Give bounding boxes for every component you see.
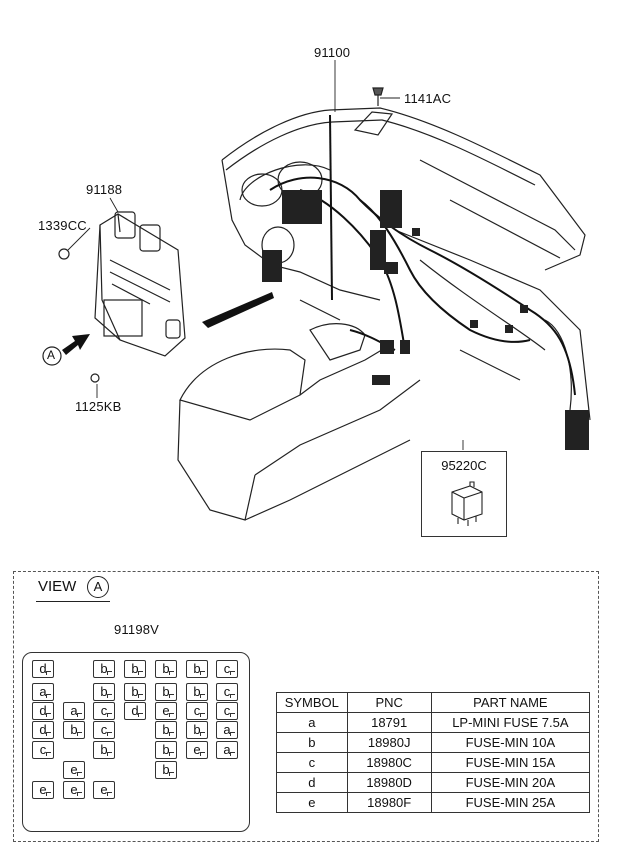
fuse-slot: c — [216, 660, 238, 678]
fuse-slot: a — [63, 702, 85, 720]
relay-icon — [451, 481, 483, 526]
fuse-slot: d — [32, 721, 54, 739]
table-row: a 18791 LP-MINI FUSE 7.5A — [276, 712, 591, 733]
fuse-slot: e — [63, 781, 85, 799]
fuse-slot: e — [155, 702, 177, 720]
header-part-name: PART NAME — [430, 692, 591, 713]
callout-nut: 1339CC — [38, 218, 87, 233]
leader-lines — [67, 60, 400, 398]
callout-junction-box: 91188 — [86, 182, 123, 197]
cell-part-name: FUSE-MIN 20A — [430, 772, 591, 793]
fusebox-layout — [22, 652, 250, 832]
fuse-slot: b — [93, 660, 115, 678]
junction-box — [58, 211, 186, 383]
fuse-slot: c — [216, 702, 238, 720]
cell-symbol: e — [276, 792, 348, 813]
harness-connectors — [262, 190, 589, 450]
cell-pnc: 18791 — [346, 712, 432, 733]
header-symbol: SYMBOL — [276, 692, 348, 713]
callout-bolt-top: 1141AC — [404, 91, 452, 106]
fuse-slot: b — [186, 721, 208, 739]
cell-part-name: FUSE-MIN 10A — [430, 732, 591, 753]
fuse-slot: b — [186, 683, 208, 701]
fuse-slot: d — [124, 702, 146, 720]
view-arrow-icon — [62, 334, 90, 355]
cell-symbol: d — [276, 772, 348, 793]
header-pnc: PNC — [346, 692, 432, 713]
wiring-harness-illustration — [42, 60, 591, 521]
fuse-slot: b — [124, 660, 146, 678]
cell-part-name: FUSE-MIN 15A — [430, 752, 591, 773]
fuse-slot: a — [32, 683, 54, 701]
fuse-slot: b — [155, 741, 177, 759]
fuse-slot: b — [93, 741, 115, 759]
fuse-slot: d — [32, 660, 54, 678]
dashboard-outline — [221, 107, 591, 421]
harness-routes — [269, 114, 576, 396]
cell-part-name: FUSE-MIN 25A — [430, 792, 591, 813]
fuse-slot: e — [32, 781, 54, 799]
fuse-slot: b — [155, 660, 177, 678]
fuse-slot: e — [186, 741, 208, 759]
cell-symbol: b — [276, 732, 348, 753]
center-console — [177, 299, 421, 521]
harness-strap — [202, 292, 274, 328]
cell-pnc: 18980J — [346, 732, 432, 753]
fuse-slot: c — [32, 741, 54, 759]
table-header-row: SYMBOL PNC PART NAME — [276, 692, 591, 713]
cell-pnc: 18980D — [346, 772, 432, 793]
relay-label: 95220C — [441, 458, 487, 473]
cell-part-name: LP-MINI FUSE 7.5A — [430, 712, 591, 733]
view-letter: A — [87, 576, 109, 598]
fuse-slot: c — [186, 702, 208, 720]
fuse-slot: d — [32, 702, 54, 720]
fuse-slot: e — [93, 781, 115, 799]
view-title: VIEW — [38, 578, 77, 595]
table-row: c 18980C FUSE-MIN 15A — [276, 752, 591, 773]
view-a-frame — [13, 571, 599, 842]
view-underline — [36, 601, 110, 602]
fuse-slot: b — [186, 660, 208, 678]
fuse-slot: c — [216, 683, 238, 701]
fuse-slot: b — [155, 683, 177, 701]
cell-pnc: 18980F — [346, 792, 432, 813]
bolt-icon — [372, 87, 384, 106]
fuse-slot: b — [93, 683, 115, 701]
cell-symbol: c — [276, 752, 348, 773]
fuse-spec-table: SYMBOL PNC PART NAME a 18791 LP-MINI FUS… — [276, 692, 591, 813]
cell-pnc: 18980C — [346, 752, 432, 773]
table-row: d 18980D FUSE-MIN 20A — [276, 772, 591, 793]
fuse-slot: b — [155, 721, 177, 739]
fuse-slot: b — [63, 721, 85, 739]
fuse-slot: b — [124, 683, 146, 701]
table-row: e 18980F FUSE-MIN 25A — [276, 792, 591, 813]
view-marker-circle — [42, 346, 62, 366]
callout-harness: 91100 — [314, 45, 351, 60]
callout-bolt-bottom: 1125KB — [75, 399, 122, 414]
fuse-slot: c — [93, 702, 115, 720]
relay-inset: 95220C — [421, 451, 507, 537]
fusebox-label: 91198V — [114, 622, 160, 637]
cell-symbol: a — [276, 712, 348, 733]
fuse-slot: e — [63, 761, 85, 779]
fuse-slot: c — [93, 721, 115, 739]
fuse-slot: a — [216, 721, 238, 739]
fuse-slot: b — [155, 761, 177, 779]
fuse-slot: a — [216, 741, 238, 759]
table-row: b 18980J FUSE-MIN 10A — [276, 732, 591, 753]
callout-view-marker: A — [47, 348, 56, 362]
